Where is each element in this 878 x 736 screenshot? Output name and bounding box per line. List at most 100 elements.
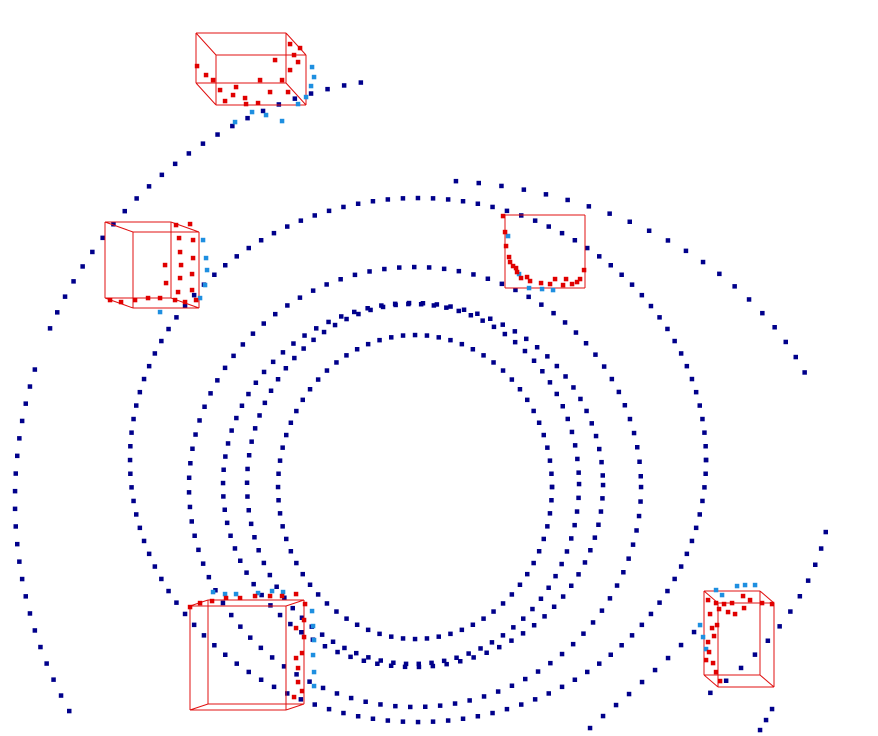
lidar-point — [797, 594, 803, 599]
lidar-point — [281, 664, 287, 669]
lidar-point — [400, 636, 406, 641]
lidar-point — [434, 302, 440, 307]
object-point — [217, 87, 223, 93]
lidar-point — [297, 295, 303, 300]
lidar-point — [212, 643, 217, 648]
lidar-point — [441, 658, 447, 664]
lidar-point — [335, 649, 340, 655]
lidar-point — [511, 625, 516, 630]
lidar-point — [445, 197, 451, 202]
ring-1 — [275, 332, 555, 642]
lidar-point — [393, 703, 398, 709]
lidar-point — [600, 496, 605, 501]
lidar-point — [646, 228, 652, 233]
lidar-point — [275, 377, 281, 382]
lidar-point — [268, 603, 273, 608]
lidar-point — [294, 672, 299, 677]
lidar-point — [27, 384, 33, 389]
object-point — [279, 593, 285, 599]
lidar-point — [708, 690, 713, 696]
lidar-point — [245, 466, 250, 472]
lidar-point — [619, 643, 624, 648]
box-boundary-point — [255, 590, 261, 596]
box-boundary-point — [203, 255, 209, 261]
lidar-point — [231, 353, 236, 359]
lidar-point — [540, 369, 545, 374]
lidar-point — [368, 307, 373, 313]
box-boundary-point — [719, 592, 725, 598]
object-point — [729, 600, 735, 606]
lidar-point — [307, 679, 312, 684]
lidar-point — [456, 268, 462, 274]
lidar-point — [310, 288, 316, 293]
lidar-point — [365, 341, 371, 347]
lidar-point — [563, 374, 568, 379]
box-edge — [195, 32, 217, 56]
object-point — [209, 598, 215, 604]
object-point — [740, 593, 746, 599]
lidar-point — [444, 661, 449, 667]
box-boundary-point — [752, 582, 758, 588]
lidar-point — [229, 428, 234, 433]
lidar-point — [823, 529, 828, 535]
lidar-point — [291, 341, 296, 346]
object-point — [705, 597, 711, 603]
object-point — [703, 657, 709, 663]
lidar-point — [246, 669, 251, 675]
lidar-point — [238, 624, 243, 629]
object-point — [194, 63, 200, 69]
lidar-point — [355, 714, 361, 719]
lidar-point — [322, 644, 328, 649]
lidar-point — [522, 348, 528, 354]
lidar-point — [197, 418, 202, 423]
lidar-point — [385, 197, 391, 202]
lidar-point — [480, 318, 485, 323]
lidar-point — [19, 576, 25, 582]
lidar-point — [738, 665, 744, 671]
object-point — [182, 299, 188, 305]
lidar-point — [174, 600, 179, 605]
lidar-point — [576, 495, 581, 501]
lidar-point — [261, 321, 266, 326]
lidar-point — [275, 484, 281, 490]
object-point — [107, 297, 113, 303]
lidar-point — [220, 480, 226, 486]
lidar-point — [71, 279, 76, 284]
lidar-point — [648, 303, 654, 309]
object-point — [716, 606, 722, 612]
lidar-point — [32, 628, 38, 633]
box-boundary-point — [233, 591, 239, 597]
lidar-point — [545, 524, 550, 529]
lidar-point — [367, 269, 372, 274]
object-point — [197, 600, 203, 606]
object-point — [272, 57, 278, 63]
box-boundary-point — [303, 94, 309, 100]
ring-5 — [127, 195, 709, 725]
lidar-point — [299, 615, 305, 620]
lidar-point — [190, 446, 195, 451]
lidar-point — [17, 436, 22, 441]
box-edge — [703, 674, 719, 688]
lidar-point — [137, 525, 143, 531]
lidar-point — [703, 444, 708, 449]
lidar-point — [513, 287, 518, 293]
lidar-point — [562, 320, 568, 325]
lidar-point — [639, 622, 645, 628]
object-point — [506, 254, 512, 260]
lidar-point — [521, 187, 527, 192]
object-point — [301, 634, 307, 640]
lidar-point — [478, 646, 483, 651]
lidar-point — [597, 446, 602, 452]
box-boundary-point — [308, 83, 314, 89]
lidar-point — [553, 573, 558, 579]
lidar-point — [294, 560, 299, 566]
lidar-point — [593, 352, 598, 357]
lidar-point — [525, 397, 530, 403]
lidar-point — [546, 691, 551, 696]
object-point — [267, 593, 273, 599]
object-point — [741, 605, 747, 611]
object-point — [560, 282, 566, 288]
lidar-point — [277, 511, 283, 516]
lidar-point — [268, 388, 274, 393]
lidar-point — [244, 570, 249, 575]
